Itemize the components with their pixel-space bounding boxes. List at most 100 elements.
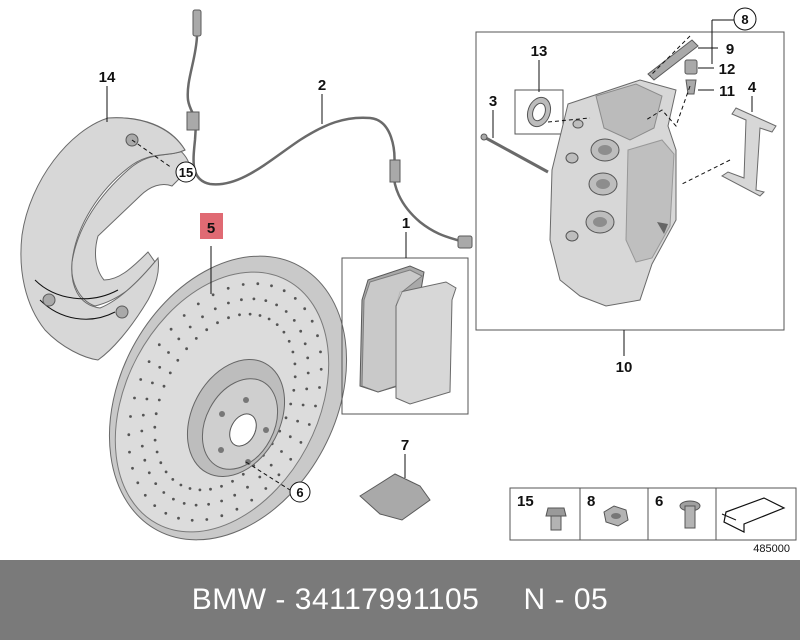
disc-drill-hole xyxy=(141,413,145,417)
disc-drill-hole xyxy=(220,514,224,518)
disc-drill-hole xyxy=(147,360,151,363)
disc-drill-hole xyxy=(303,307,307,311)
disc-drill-hole xyxy=(143,458,147,462)
disc-drill-hole xyxy=(153,425,157,429)
callout-11: 11 xyxy=(719,83,735,100)
disc-drill-hole xyxy=(296,419,299,423)
disc-drill-hole xyxy=(190,518,194,522)
seal-part-13 xyxy=(514,89,564,135)
disc-drill-hole xyxy=(293,297,297,300)
hardware-legend: 15 8 6 485000 xyxy=(509,487,797,555)
disc-drill-hole xyxy=(164,511,168,515)
direction-arrow-icon xyxy=(721,497,786,533)
disc-drill-hole xyxy=(177,516,180,520)
disc-drill-hole xyxy=(143,493,147,497)
disc-drill-hole xyxy=(216,321,219,325)
disc-drill-hole xyxy=(241,472,245,476)
footer-bar: BMW - 34117991105 N - 05 xyxy=(0,560,800,640)
disc-drill-hole xyxy=(133,396,136,400)
disc-drill-hole xyxy=(226,286,230,290)
disc-drill-hole xyxy=(169,327,173,331)
callout-1: 1 xyxy=(402,215,410,232)
disc-drill-hole xyxy=(153,504,157,507)
disc-drill-hole xyxy=(177,337,181,341)
disc-drill-hole xyxy=(201,315,204,319)
disc-drill-hole xyxy=(282,289,286,293)
disc-drill-hole xyxy=(258,314,262,317)
disc-drill-hole xyxy=(270,284,273,288)
bleed-valve-part-11 xyxy=(685,79,697,95)
disc-drill-hole xyxy=(248,312,252,316)
callout-4: 4 xyxy=(748,79,757,96)
disc-drill-hole xyxy=(318,386,321,389)
disc-drill-hole xyxy=(289,457,293,461)
disc-drill-hole xyxy=(307,423,311,426)
disc-drill-hole xyxy=(275,323,279,326)
disc-drill-hole xyxy=(227,301,230,305)
caliper-body-part-10 xyxy=(549,79,677,307)
callout-6-circled: 6 xyxy=(296,485,303,500)
disc-drill-hole xyxy=(127,433,131,437)
disc-drill-hole xyxy=(145,397,149,401)
disc-drill-hole xyxy=(241,283,245,286)
disc-drill-hole xyxy=(139,378,143,381)
disc-drill-hole xyxy=(194,503,198,507)
disc-drill-hole xyxy=(205,518,209,521)
disc-drill-hole xyxy=(284,416,288,420)
disc-drill-hole xyxy=(179,483,183,487)
disc-drill-hole xyxy=(220,499,224,503)
callout-5: 5 xyxy=(207,220,215,237)
legend-num-6: 6 xyxy=(655,493,663,510)
disc-drill-hole xyxy=(292,319,296,322)
disc-drill-hole xyxy=(292,388,296,392)
disc-drill-hole xyxy=(264,487,268,490)
disc-drill-hole xyxy=(238,313,241,317)
disc-drill-hole xyxy=(293,362,297,366)
flange-bolt-icon xyxy=(545,507,567,531)
disc-drill-hole xyxy=(233,493,237,497)
disc-drill-hole xyxy=(316,334,319,338)
callout-labels: 14 2 1 7 3 13 10 9 12 11 4 5 15 6 8 xyxy=(99,7,757,503)
disc-drill-hole xyxy=(213,307,217,311)
disc-drill-hole xyxy=(194,337,198,340)
disc-drill-hole xyxy=(155,450,159,454)
disc-drill-hole xyxy=(258,475,262,479)
disc-drill-hole xyxy=(291,350,295,354)
disc-drill-hole xyxy=(164,470,168,474)
disc-drill-hole xyxy=(157,343,161,347)
diagram-code: 485000 xyxy=(753,543,790,555)
disc-drill-hole xyxy=(140,444,144,448)
disc-drill-hole xyxy=(301,403,305,407)
disc-drill-hole xyxy=(157,398,161,402)
disc-drill-hole xyxy=(182,314,186,317)
disc-drill-hole xyxy=(267,317,271,321)
disc-drill-hole xyxy=(147,471,151,475)
disc-drill-hole xyxy=(231,479,234,483)
disc-drill-hole xyxy=(209,487,212,491)
disc-drill-hole xyxy=(153,438,157,442)
callout-10: 10 xyxy=(616,359,633,376)
callout-7: 7 xyxy=(401,437,409,454)
disc-drill-hole xyxy=(185,347,189,351)
callout-3: 3 xyxy=(489,93,497,110)
disc-drill-hole xyxy=(287,339,291,343)
part-number-text: BMW - 34117991105 N - 05 xyxy=(191,583,609,616)
disc-drill-hole xyxy=(310,319,314,323)
disc-drill-hole xyxy=(128,450,131,454)
disc-drill-hole xyxy=(256,282,260,286)
disc-drill-hole xyxy=(306,371,310,375)
brake-disc-part-5 xyxy=(108,255,348,541)
disc-drill-hole xyxy=(172,497,175,501)
disc-drill-hole xyxy=(196,302,200,306)
disc-drill-hole xyxy=(154,482,158,485)
disc-drill-hole xyxy=(319,350,322,354)
grease-sachet-part-7 xyxy=(359,473,431,521)
disc-drill-hole xyxy=(288,435,292,439)
legend-num-15: 15 xyxy=(517,493,534,510)
disc-drill-hole xyxy=(299,441,303,444)
backing-plate-part-14 xyxy=(20,117,191,361)
disc-drill-hole xyxy=(319,367,323,371)
legend-num-8: 8 xyxy=(587,493,595,510)
disc-drill-hole xyxy=(250,498,254,502)
disc-drill-hole xyxy=(280,450,283,453)
